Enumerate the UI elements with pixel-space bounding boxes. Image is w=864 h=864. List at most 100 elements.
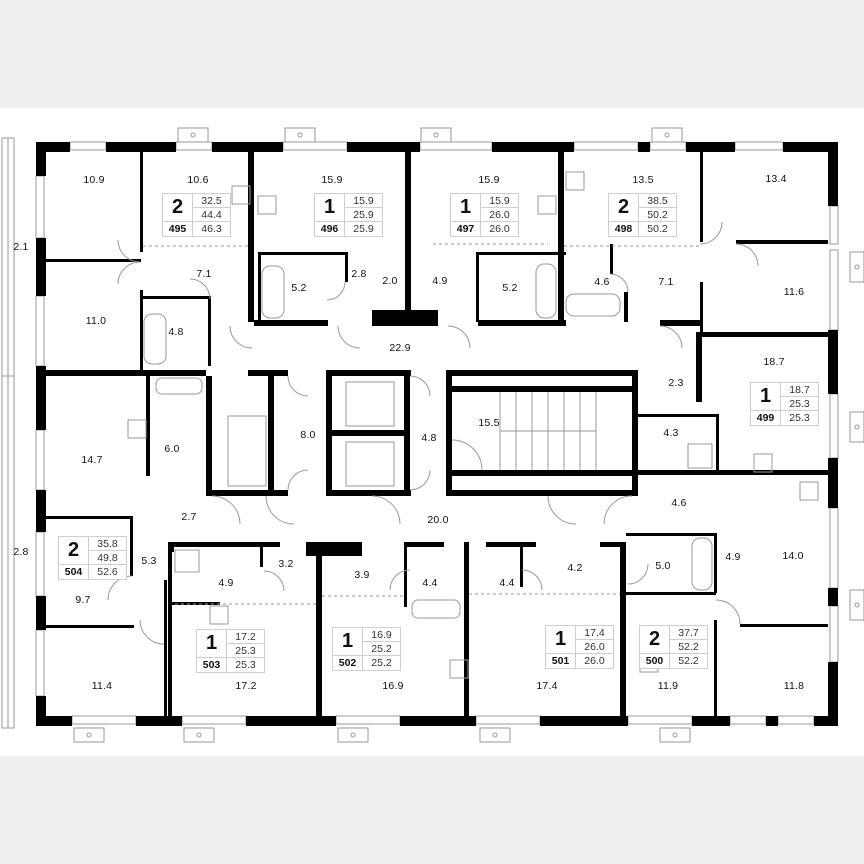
room-area-label: 2.8 bbox=[351, 268, 367, 280]
room-area-label: 11.8 bbox=[783, 680, 805, 692]
room-area-label: 2.1 bbox=[13, 241, 29, 253]
room-area-label: 4.3 bbox=[663, 427, 679, 439]
apartment-total-area: 50.2 bbox=[639, 208, 676, 222]
room-area-label: 11.6 bbox=[783, 286, 805, 298]
apartment-card-495[interactable]: 2 32.5 44.4 495 46.3 bbox=[162, 193, 231, 237]
apartment-card-504[interactable]: 2 35.8 49.8 504 52.6 bbox=[58, 536, 127, 580]
room-area-label: 10.6 bbox=[187, 174, 209, 186]
apartment-number: 499 bbox=[751, 411, 781, 425]
apartment-living-area: 35.8 bbox=[89, 537, 126, 551]
floor-plan-sheet bbox=[0, 108, 864, 756]
apartment-living-area: 17.2 bbox=[227, 630, 264, 644]
balcony-outline bbox=[1, 137, 15, 729]
room-area-label: 5.0 bbox=[655, 560, 671, 572]
room-area-label: 7.1 bbox=[658, 276, 674, 288]
apartment-rooms-count: 2 bbox=[609, 194, 639, 222]
room-area-label: 15.9 bbox=[321, 174, 343, 186]
apartment-card-496[interactable]: 1 15.9 25.9 496 25.9 bbox=[314, 193, 383, 237]
room-area-label: 3.2 bbox=[278, 558, 294, 570]
room-area-label: 5.2 bbox=[502, 282, 518, 294]
apartment-total-area: 25.3 bbox=[781, 397, 818, 411]
room-area-label: 9.7 bbox=[75, 594, 91, 606]
apartment-total-with-balcony: 25.9 bbox=[353, 223, 374, 235]
room-area-label: 5.3 bbox=[141, 555, 157, 567]
apartment-number: 500 bbox=[640, 654, 670, 668]
room-area-label: 2.7 bbox=[181, 511, 197, 523]
room-area-label: 22.9 bbox=[389, 342, 411, 354]
room-area-label: 4.9 bbox=[218, 577, 234, 589]
apartment-number: 504 bbox=[59, 565, 89, 579]
apartment-total-with-balcony: 26.0 bbox=[584, 655, 605, 667]
apartment-total-area: 25.9 bbox=[345, 208, 382, 222]
apartment-card-503[interactable]: 1 17.2 25.3 503 25.3 bbox=[196, 629, 265, 673]
apartment-card-500[interactable]: 2 37.7 52.2 500 52.2 bbox=[639, 625, 708, 669]
room-area-label: 10.9 bbox=[83, 174, 105, 186]
interior-walls bbox=[46, 152, 828, 722]
apartment-rooms-count: 1 bbox=[197, 630, 227, 658]
apartment-living-area: 32.5 bbox=[193, 194, 230, 208]
apartment-living-area: 17.4 bbox=[576, 626, 613, 640]
apartment-living-area: 15.9 bbox=[345, 194, 382, 208]
apartment-living-area: 18.7 bbox=[781, 383, 818, 397]
apartment-rooms-count: 1 bbox=[451, 194, 481, 222]
room-area-label: 4.2 bbox=[567, 562, 583, 574]
ac-units bbox=[73, 127, 864, 743]
apartment-number: 502 bbox=[333, 656, 363, 670]
apartment-total-with-balcony: 25.3 bbox=[235, 659, 256, 671]
apartment-living-area: 38.5 bbox=[639, 194, 676, 208]
room-area-label: 16.9 bbox=[382, 680, 404, 692]
apartment-total-with-balcony: 25.2 bbox=[371, 657, 392, 669]
apartment-rooms-count: 2 bbox=[640, 626, 670, 654]
room-area-label: 2.8 bbox=[13, 546, 29, 558]
apartment-card-502[interactable]: 1 16.9 25.2 502 25.2 bbox=[332, 627, 401, 671]
apartment-living-area: 37.7 bbox=[670, 626, 707, 640]
apartment-total-with-balcony: 26.0 bbox=[489, 223, 510, 235]
room-area-label: 3.9 bbox=[354, 569, 370, 581]
room-area-label: 4.8 bbox=[421, 432, 437, 444]
door-swings bbox=[107, 221, 759, 645]
room-area-label: 15.5 bbox=[478, 417, 500, 429]
apartment-total-with-balcony: 25.3 bbox=[789, 412, 810, 424]
apartment-number: 496 bbox=[315, 222, 345, 236]
apartment-rooms-count: 1 bbox=[751, 383, 781, 411]
room-area-label: 2.3 bbox=[668, 377, 684, 389]
apartment-rooms-count: 1 bbox=[315, 194, 345, 222]
apartment-number: 503 bbox=[197, 658, 227, 672]
room-area-label: 4.6 bbox=[594, 276, 610, 288]
room-area-label: 15.9 bbox=[478, 174, 500, 186]
room-area-label: 4.9 bbox=[432, 275, 448, 287]
room-area-label: 11.4 bbox=[91, 680, 113, 692]
apartment-rooms-count: 1 bbox=[333, 628, 363, 656]
room-area-label: 11.0 bbox=[85, 315, 107, 327]
apartment-card-498[interactable]: 2 38.5 50.2 498 50.2 bbox=[608, 193, 677, 237]
apartment-total-area: 25.2 bbox=[363, 642, 400, 656]
room-area-label: 5.2 bbox=[291, 282, 307, 294]
room-area-label: 8.0 bbox=[300, 429, 316, 441]
room-area-label: 14.0 bbox=[782, 550, 804, 562]
apartment-total-area: 52.2 bbox=[670, 640, 707, 654]
room-area-label: 4.4 bbox=[499, 577, 515, 589]
room-area-label: 13.4 bbox=[765, 173, 787, 185]
apartment-card-501[interactable]: 1 17.4 26.0 501 26.0 bbox=[545, 625, 614, 669]
apartment-rooms-count: 2 bbox=[163, 194, 193, 222]
room-area-label: 6.0 bbox=[164, 443, 180, 455]
room-area-label: 18.7 bbox=[763, 356, 785, 368]
apartment-card-497[interactable]: 1 15.9 26.0 497 26.0 bbox=[450, 193, 519, 237]
room-area-label: 14.7 bbox=[81, 454, 103, 466]
apartment-rooms-count: 1 bbox=[546, 626, 576, 654]
room-area-label: 7.1 bbox=[196, 268, 212, 280]
apartment-total-area: 26.0 bbox=[481, 208, 518, 222]
apartment-living-area: 16.9 bbox=[363, 628, 400, 642]
room-area-label: 13.5 bbox=[632, 174, 654, 186]
room-area-label: 4.6 bbox=[671, 497, 687, 509]
room-area-label: 2.0 bbox=[382, 275, 398, 287]
apartment-total-with-balcony: 52.6 bbox=[97, 566, 118, 578]
apartment-rooms-count: 2 bbox=[59, 537, 89, 565]
apartment-total-with-balcony: 50.2 bbox=[647, 223, 668, 235]
apartment-living-area: 15.9 bbox=[481, 194, 518, 208]
room-area-label: 4.4 bbox=[422, 577, 438, 589]
room-area-label: 20.0 bbox=[427, 514, 449, 526]
apartment-card-499[interactable]: 1 18.7 25.3 499 25.3 bbox=[750, 382, 819, 426]
room-area-label: 17.2 bbox=[235, 680, 257, 692]
